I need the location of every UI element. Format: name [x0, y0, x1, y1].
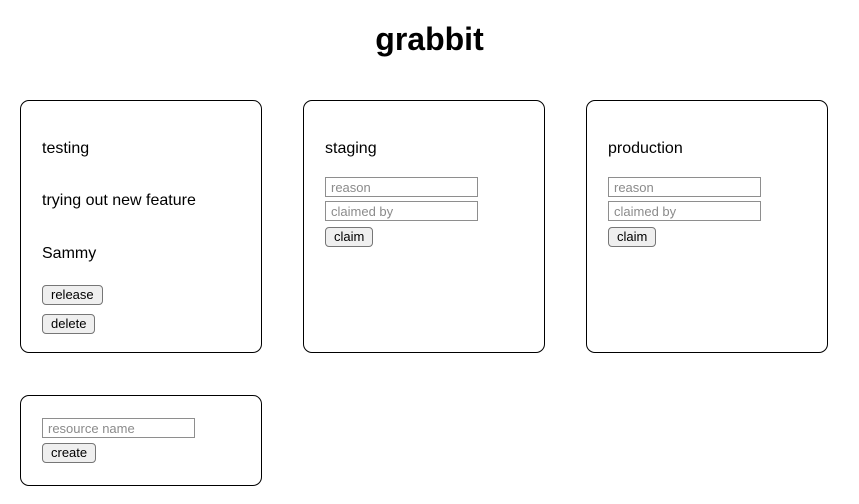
resource-cards-row: testing trying out new feature Sammy rel…: [20, 100, 859, 353]
resource-card-testing: testing trying out new feature Sammy rel…: [20, 100, 262, 353]
reason-input[interactable]: [325, 177, 478, 197]
reason-input[interactable]: [608, 177, 761, 197]
delete-button[interactable]: delete: [42, 314, 96, 334]
release-button[interactable]: release: [42, 285, 103, 305]
create-resource-card: create: [20, 395, 262, 486]
resource-card-staging: staging claim: [303, 100, 545, 353]
resource-name: production: [608, 140, 683, 157]
resource-card-production: production claim: [586, 100, 828, 353]
claimed-by-input[interactable]: [325, 201, 478, 221]
create-button[interactable]: create: [42, 443, 97, 463]
app-title: grabbit: [375, 21, 484, 57]
resource-name-input[interactable]: [42, 418, 195, 438]
claim-button[interactable]: claim: [325, 227, 374, 247]
resource-name: staging: [325, 140, 377, 157]
resource-name: testing: [42, 140, 90, 157]
claim-button[interactable]: claim: [608, 227, 657, 247]
claimed-by-text: Sammy: [42, 245, 97, 262]
claimed-by-input[interactable]: [608, 201, 761, 221]
claim-reason-text: trying out new feature: [42, 192, 196, 209]
